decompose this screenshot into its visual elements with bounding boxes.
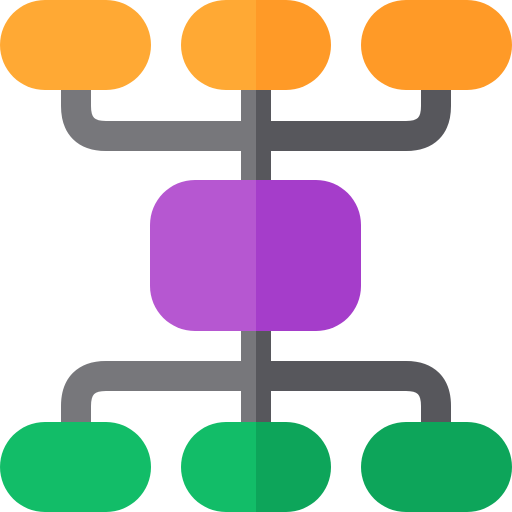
bottom-left-node: [0, 422, 151, 512]
bottom-right-node: [361, 422, 512, 512]
top-right-node: [361, 0, 512, 90]
top-left-node: [0, 0, 151, 90]
connector-lines-left: [61, 85, 256, 440]
connector-lines-right: [256, 85, 451, 440]
top-center-node: [181, 0, 331, 90]
bottom-center-node: [181, 422, 331, 512]
center-node: [150, 180, 361, 331]
